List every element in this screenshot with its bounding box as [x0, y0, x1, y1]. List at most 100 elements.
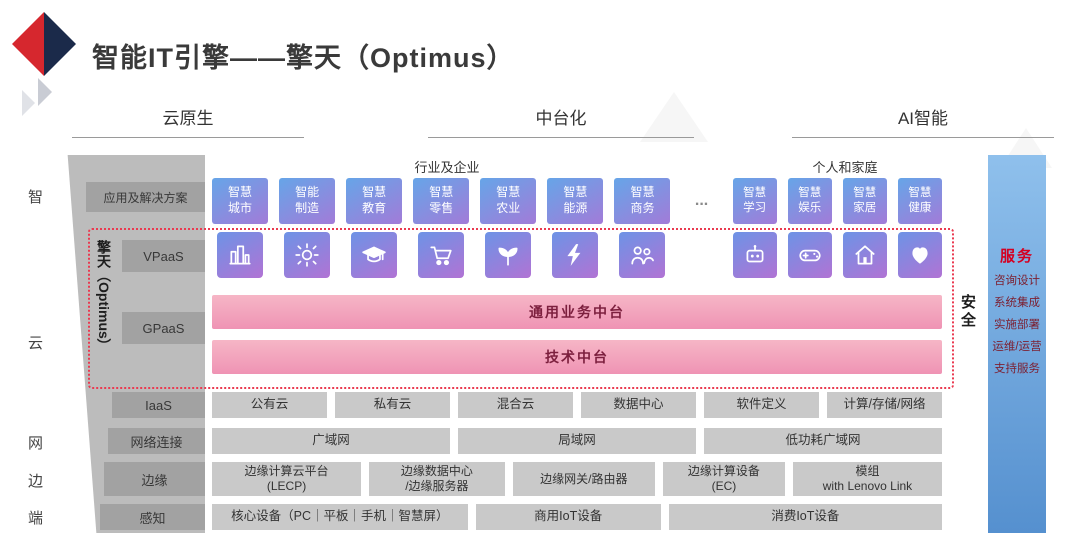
- group-header-personal: 个人和家庭: [812, 160, 878, 175]
- application-tiles-row: 智慧城市 智能制造 智慧教育 智慧零售 智慧农业 智慧能源 智慧商务 ... 智…: [212, 178, 942, 224]
- app-tile-label: 城市: [227, 201, 252, 215]
- app-tile-smart-business: 智慧商务: [614, 178, 671, 224]
- edge-box-label: 边缘数据中心: [400, 464, 473, 478]
- sensing-consumer-iot: 消费IoT设备: [668, 504, 942, 530]
- service-item-deployment: 实施部署: [994, 319, 1040, 331]
- vpaas-slot: [346, 232, 402, 278]
- services-title: 服务: [999, 248, 1034, 265]
- iaas-row: 公有云 私有云 混合云 数据中心 软件定义 计算/存储/网络: [212, 392, 942, 418]
- lenovo-diamond-logo: [12, 12, 76, 116]
- edge-box-label: 模组: [855, 464, 880, 478]
- city-icon: [229, 245, 251, 265]
- rail-edge: 边: [28, 473, 44, 490]
- vpaas-slot: [279, 232, 335, 278]
- app-tile-smart-manufacturing: 智能制造: [279, 178, 336, 224]
- vpaas-slot: [212, 232, 268, 278]
- iaas-software-defined: 软件定义: [704, 392, 819, 418]
- app-tile-label: 智慧: [630, 185, 655, 200]
- edge-box-label: 边缘网关/路由器: [540, 471, 628, 486]
- optimus-vertical-label: 擎天（Optimus）: [96, 240, 112, 353]
- gamepad-icon: [799, 249, 821, 262]
- app-tile-smart-learning: 智慧学习: [732, 178, 777, 224]
- iaas-hybrid-cloud: 混合云: [458, 392, 573, 418]
- row-label-sensing: 感知: [100, 504, 205, 530]
- general-business-platform-bar: 通用业务中台: [212, 295, 942, 329]
- iaas-data-center: 数据中心: [581, 392, 696, 418]
- vpaas-tile-energy: [552, 232, 599, 278]
- sensing-commercial-iot: 商用IoT设备: [475, 504, 661, 530]
- iaas-private-cloud: 私有云: [335, 392, 450, 418]
- pillar-cloud-native: 云原生: [72, 104, 304, 138]
- sensing-core-devices: 核心设备（PC｜平板｜手机｜智慧屏）: [212, 504, 468, 530]
- app-tile-label: 智能: [295, 185, 320, 200]
- background-triangle-decoration: [640, 92, 708, 142]
- app-tile-label: 教育: [362, 201, 387, 215]
- pillar-middle-platform: 中台化: [428, 104, 694, 138]
- vpaas-slot: [614, 232, 670, 278]
- app-tile-smart-agriculture: 智慧农业: [480, 178, 537, 224]
- edge-row: 边缘计算云平台(LECP) 边缘数据中心/边缘服务器 边缘网关/路由器 边缘计算…: [212, 462, 943, 496]
- vpaas-tile-learning: [732, 232, 777, 278]
- service-item-consulting: 咨询设计: [994, 275, 1040, 287]
- energy-bolt-icon: [567, 244, 581, 266]
- service-item-operations: 运维/运营: [992, 341, 1042, 353]
- edge-cloud-platform: 边缘计算云平台(LECP): [212, 462, 362, 496]
- app-tile-label: 智慧: [362, 185, 387, 200]
- vpaas-tile-city: [217, 232, 263, 278]
- vpaas-tile-education: [351, 232, 398, 278]
- pillar-ai: AI智能: [792, 104, 1054, 138]
- row-label-iaas: IaaS: [112, 392, 205, 418]
- app-tile-label: 智慧: [908, 187, 932, 200]
- app-tile-label: 娱乐: [798, 202, 822, 214]
- edge-box-label: /边缘服务器: [405, 479, 469, 493]
- agriculture-sprout-icon: [498, 247, 518, 266]
- app-tile-smart-retail: 智慧零售: [413, 178, 470, 224]
- app-tile-label: 农业: [496, 201, 521, 215]
- group-header-industry: 行业及企业: [414, 160, 480, 175]
- app-tile-label: 智慧: [496, 185, 521, 200]
- vpaas-slot: [413, 232, 469, 278]
- app-tile-label: 学习: [743, 202, 767, 214]
- app-tile-ellipsis: ...: [681, 178, 722, 224]
- app-tile-label: 能源: [563, 201, 588, 215]
- network-lan: 局域网: [458, 428, 696, 454]
- app-tile-label: 健康: [908, 202, 932, 214]
- home-icon: [855, 245, 875, 265]
- row-label-gpaas: GPaaS: [122, 312, 205, 344]
- network-row: 广域网 局域网 低功耗广域网: [212, 428, 942, 454]
- iaas-compute-storage-network: 计算/存储/网络: [827, 392, 942, 418]
- sensing-row: 核心设备（PC｜平板｜手机｜智慧屏） 商用IoT设备 消费IoT设备: [212, 504, 942, 530]
- rail-cloud: 云: [28, 335, 44, 352]
- app-tile-smart-health: 智慧健康: [897, 178, 942, 224]
- optimus-dotted-frame: [88, 228, 954, 389]
- vpaas-slot: [842, 232, 887, 278]
- app-tile-label: 智慧: [563, 185, 588, 200]
- health-heart-icon: [912, 247, 928, 264]
- app-tile-smart-city: 智慧城市: [212, 178, 268, 224]
- edge-gateway-router: 边缘网关/路由器: [512, 462, 655, 496]
- row-label-vpaas: VPaaS: [122, 240, 205, 272]
- technology-platform-bar: 技术中台: [212, 340, 942, 374]
- vpaas-slot: [787, 232, 832, 278]
- edge-box-label: (LECP): [266, 479, 307, 493]
- row-label-network: 网络连接: [108, 428, 205, 454]
- vpaas-tile-manufacturing: [284, 232, 331, 278]
- rail-device: 端: [28, 510, 44, 527]
- retail-cart-icon: [430, 246, 452, 266]
- rail-smart: 智: [28, 189, 44, 206]
- app-tile-label: 商务: [630, 201, 655, 215]
- edge-data-center: 边缘数据中心/边缘服务器: [369, 462, 505, 496]
- iaas-public-cloud: 公有云: [212, 392, 327, 418]
- app-tile-smart-entertainment: 智慧娱乐: [787, 178, 832, 224]
- vpaas-tile-business: [619, 232, 666, 278]
- app-tile-label: 智慧: [743, 187, 767, 200]
- app-tile-label: 智慧: [853, 187, 877, 200]
- business-people-icon: [631, 246, 655, 265]
- vpaas-slot: [480, 232, 536, 278]
- vpaas-icons-row: [212, 232, 942, 278]
- edge-box-label: with Lenovo Link: [822, 479, 913, 493]
- vpaas-tile-health: [897, 232, 942, 278]
- app-tile-label: 智慧: [798, 187, 822, 200]
